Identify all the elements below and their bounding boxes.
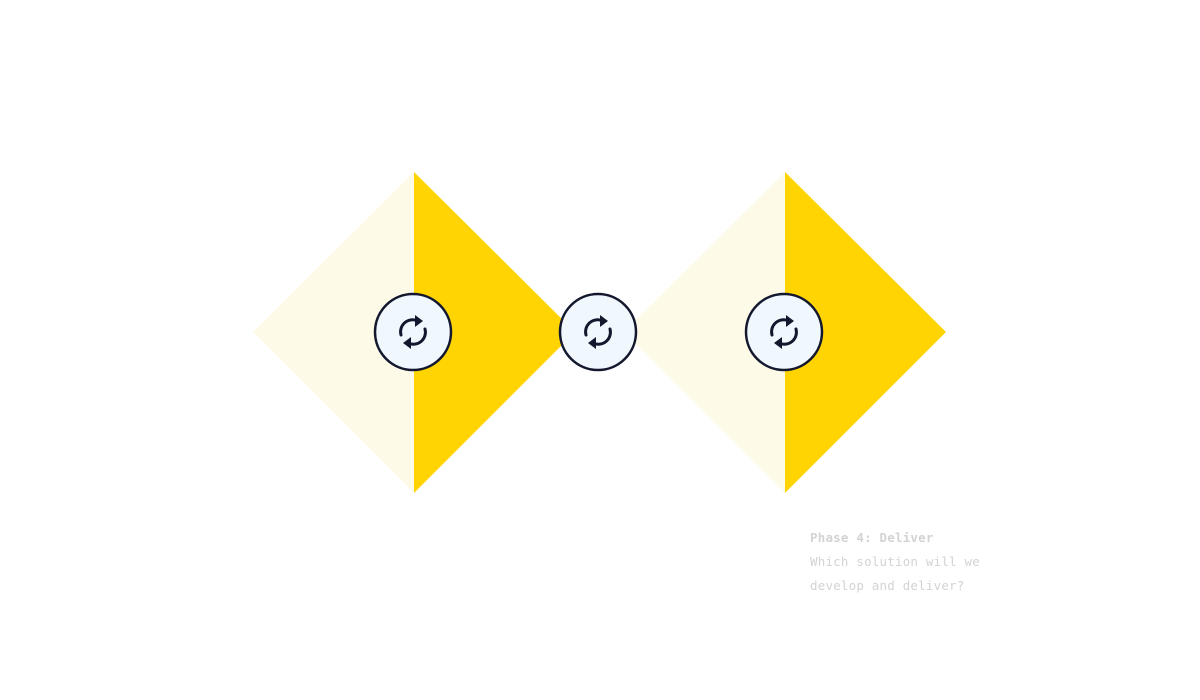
phase-question: Which solution will we develop and deliv… [810, 554, 980, 593]
node-circle [558, 292, 638, 372]
refresh-icon [584, 315, 612, 349]
diamond-2-develop-half [624, 172, 785, 493]
phase-title: Phase 4: Deliver [810, 530, 934, 545]
diamond-2 [624, 172, 946, 493]
iteration-node-3 [744, 292, 824, 372]
diamond-2-deliver-half [785, 172, 946, 493]
node-circle [373, 292, 453, 372]
diamond-1 [253, 172, 575, 493]
phase-caption: Phase 4: Deliver Which solution will we … [810, 526, 980, 598]
iteration-node-1 [373, 292, 453, 372]
diamond-1-discover-half [253, 172, 414, 493]
refresh-icon [770, 315, 798, 349]
diamond-1-define-half [414, 172, 575, 493]
node-circle [744, 292, 824, 372]
iteration-node-2 [558, 292, 638, 372]
refresh-icon [399, 315, 427, 349]
